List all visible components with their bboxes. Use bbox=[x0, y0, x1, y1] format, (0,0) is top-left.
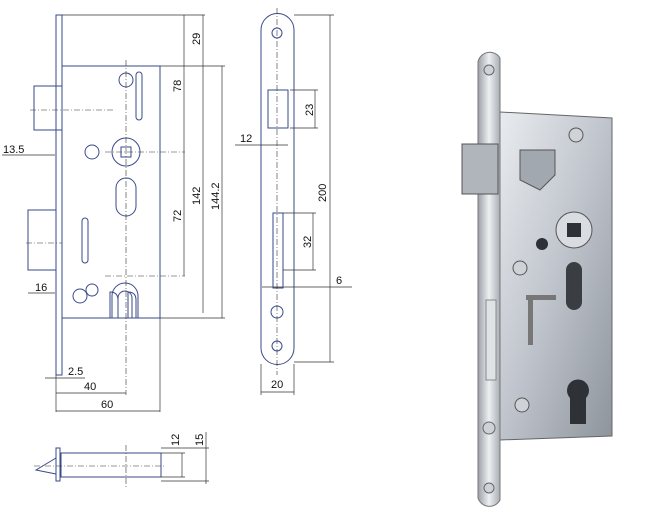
slot bbox=[81, 217, 89, 264]
latch-side bbox=[267, 89, 289, 129]
dim-12-case: 12 bbox=[170, 434, 182, 446]
screw-hole bbox=[85, 283, 99, 297]
faceplate-side bbox=[260, 13, 295, 365]
latch-bolt bbox=[461, 143, 499, 195]
lock-faceplate bbox=[477, 51, 501, 507]
faceplate-bottom bbox=[55, 447, 61, 482]
bolt-side bbox=[272, 212, 284, 289]
dead-bolt bbox=[485, 299, 497, 381]
bottom-view: 12 15 bbox=[34, 432, 209, 488]
case-outline bbox=[62, 65, 161, 319]
dim-40: 40 bbox=[84, 381, 96, 393]
dim-200: 200 bbox=[317, 184, 329, 202]
dim-20: 20 bbox=[271, 379, 283, 391]
dim-142: 142 bbox=[191, 187, 203, 205]
dim-15: 15 bbox=[194, 434, 206, 446]
dim-144-2: 144.2 bbox=[210, 182, 222, 210]
case-body bbox=[61, 65, 161, 319]
case-bottom bbox=[60, 452, 162, 478]
bolt-outline bbox=[27, 209, 57, 271]
dim-top-offset: 29 bbox=[191, 33, 203, 45]
latch-outline bbox=[33, 85, 63, 131]
screw-hole bbox=[72, 288, 88, 304]
dim-72: 72 bbox=[172, 210, 184, 222]
product-photo bbox=[461, 51, 613, 507]
dim-6: 6 bbox=[336, 275, 342, 287]
slot bbox=[135, 71, 143, 121]
latch-tip bbox=[34, 457, 57, 475]
dim-78: 78 bbox=[172, 80, 184, 92]
slot bbox=[566, 262, 582, 310]
dim-23: 23 bbox=[304, 104, 316, 116]
cylinder-hole bbox=[567, 379, 590, 424]
side-view: 23 12 200 32 6 20 bbox=[235, 8, 352, 395]
lock-case bbox=[499, 111, 613, 441]
dim-16: 16 bbox=[35, 282, 47, 294]
screw-hole bbox=[84, 144, 100, 160]
dim-32: 32 bbox=[302, 236, 314, 248]
follower-square bbox=[567, 223, 581, 237]
faceplate-outline bbox=[55, 14, 63, 376]
dim-2-5: 2.5 bbox=[68, 366, 83, 378]
front-view: 29 78 72 142 144.2 13.5 16 2.5 40 60 bbox=[2, 14, 225, 412]
cylinder-cutout bbox=[111, 282, 139, 319]
dim-12-latch: 12 bbox=[240, 133, 252, 145]
dim-60: 60 bbox=[101, 399, 113, 411]
dim-13-5: 13.5 bbox=[3, 144, 24, 156]
